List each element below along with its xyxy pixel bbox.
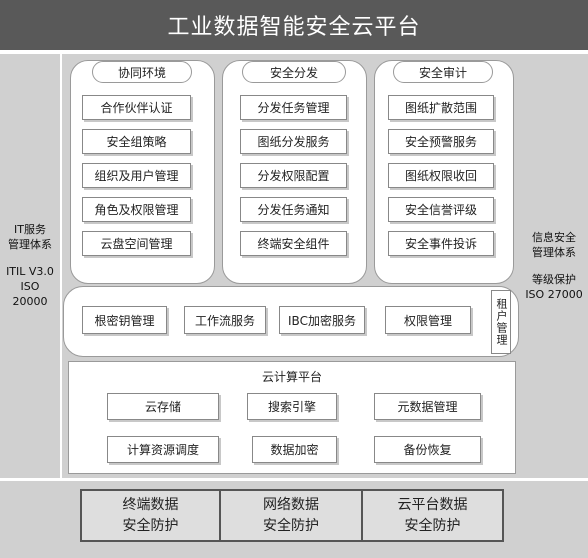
collab-item-1: 合作伙伴认证: [82, 95, 191, 120]
bottom-terminal-line1: 终端数据: [122, 496, 179, 513]
service-permission: 权限管理: [385, 306, 471, 334]
service-workflow: 工作流服务: [184, 306, 266, 334]
left-panel: IT服务 管理体系 ITIL V3.0 ISO 20000: [0, 54, 60, 478]
bottom-cloud-line2: 安全防护: [404, 517, 461, 534]
bottom-terminal-protection: 终端数据 安全防护: [80, 489, 221, 542]
bottom-network-line2: 安全防护: [263, 517, 319, 534]
audit-item-2: 安全预警服务: [388, 129, 494, 154]
bottom-cloud-protection: 云平台数据 安全防护: [361, 489, 504, 542]
left-panel-line2: 管理体系: [8, 238, 52, 251]
audit-item-1: 图纸扩散范围: [388, 95, 494, 120]
bottom-network-line1: 网络数据: [263, 496, 319, 513]
dist-item-2: 图纸分发服务: [240, 129, 347, 154]
collab-item-4: 角色及权限管理: [82, 197, 191, 222]
collab-item-2: 安全组策略: [82, 129, 191, 154]
cloud-compute-scheduling: 计算资源调度: [107, 436, 219, 463]
left-panel-line5: 20000: [12, 295, 48, 308]
right-panel-line3: 等级保护: [532, 273, 576, 286]
column-audit-title: 安全审计: [393, 61, 493, 83]
right-panel-line1: 信息安全: [532, 231, 576, 244]
collab-item-3: 组织及用户管理: [82, 163, 191, 188]
cloud-platform-title: 云计算平台: [261, 370, 322, 384]
dist-item-3: 分发权限配置: [240, 163, 347, 188]
right-panel-line4: ISO 27000: [525, 288, 583, 301]
column-collaboration-title: 协同环境: [92, 61, 192, 83]
bottom-network-protection: 网络数据 安全防护: [219, 489, 363, 542]
audit-item-3: 图纸权限收回: [388, 163, 494, 188]
column-distribution-title: 安全分发: [242, 61, 346, 83]
cloud-storage: 云存储: [107, 393, 219, 420]
left-panel-line4: ISO: [20, 280, 40, 293]
cloud-backup-restore: 备份恢复: [374, 436, 481, 463]
right-panel: 信息安全 管理体系 等级保护 ISO 27000: [520, 54, 588, 478]
right-panel-line2: 管理体系: [532, 246, 576, 259]
bottom-terminal-line2: 安全防护: [122, 517, 179, 534]
tenant-management: 租户管理: [491, 290, 511, 354]
left-panel-line1: IT服务: [14, 223, 46, 236]
dist-item-1: 分发任务管理: [240, 95, 347, 120]
bottom-cloud-line1: 云平台数据: [397, 496, 468, 513]
cloud-data-encryption: 数据加密: [252, 436, 337, 463]
dist-item-4: 分发任务通知: [240, 197, 347, 222]
page-title: 工业数据智能安全云平台: [0, 0, 588, 50]
collab-item-5: 云盘空间管理: [82, 231, 191, 256]
dist-item-5: 终端安全组件: [240, 231, 347, 256]
audit-item-4: 安全信誉评级: [388, 197, 494, 222]
cloud-metadata: 元数据管理: [374, 393, 481, 420]
service-root-key: 根密钥管理: [82, 306, 167, 334]
audit-item-5: 安全事件投诉: [388, 231, 494, 256]
cloud-search-engine: 搜索引擎: [247, 393, 337, 420]
service-ibc-encryption: IBC加密服务: [279, 306, 365, 334]
left-panel-line3: ITIL V3.0: [6, 265, 54, 278]
